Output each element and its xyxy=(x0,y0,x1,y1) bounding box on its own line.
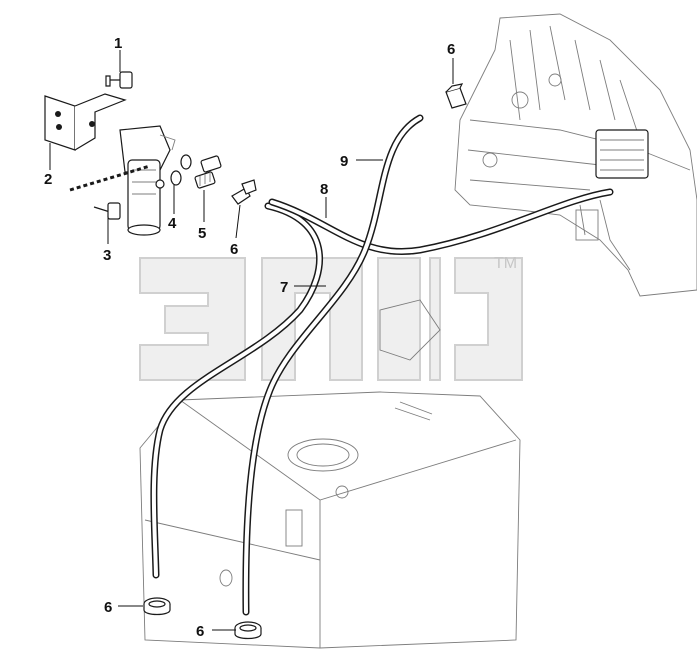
engine-block xyxy=(454,13,697,297)
callout-6-filter: 6 xyxy=(230,241,238,258)
callout-8: 8 xyxy=(320,181,328,198)
callout-6-tank-right: 6 xyxy=(196,623,204,640)
engine-filter xyxy=(575,209,599,241)
fuel-filter xyxy=(119,125,176,236)
fuel-tank xyxy=(139,299,521,649)
callout-2: 2 xyxy=(44,171,52,188)
bolt-3 xyxy=(93,202,121,220)
callout-7: 7 xyxy=(280,279,288,296)
mounting-bracket xyxy=(44,93,127,151)
hose-7 xyxy=(150,202,323,579)
callout-5: 5 xyxy=(198,225,206,242)
hose-clamp-6-tank-right xyxy=(234,621,262,640)
tank-filler-cap xyxy=(287,438,359,472)
trademark-mark: TM xyxy=(494,255,517,272)
hose-8 xyxy=(268,188,614,255)
watermark-logo: TM xyxy=(139,255,523,381)
washer-4 xyxy=(170,154,192,186)
connector-5 xyxy=(194,155,222,189)
tank-bracket xyxy=(285,509,303,547)
hose-clamp-6-filter xyxy=(231,179,257,205)
hose-clamp-6-tank-left xyxy=(143,597,171,616)
callout-1: 1 xyxy=(114,35,122,52)
callout-4: 4 xyxy=(168,215,177,232)
bolt-1 xyxy=(105,71,133,89)
leader-lines xyxy=(49,50,454,631)
callout-6-engine: 6 xyxy=(447,41,455,58)
engine-control-module xyxy=(595,129,649,179)
callout-6-tank-left: 6 xyxy=(104,599,112,616)
tank-sender-unit xyxy=(379,299,441,361)
callout-9: 9 xyxy=(340,153,348,170)
hose-9 xyxy=(242,114,424,616)
callout-3: 3 xyxy=(103,247,111,264)
hose-clamp-6-engine xyxy=(445,83,467,109)
